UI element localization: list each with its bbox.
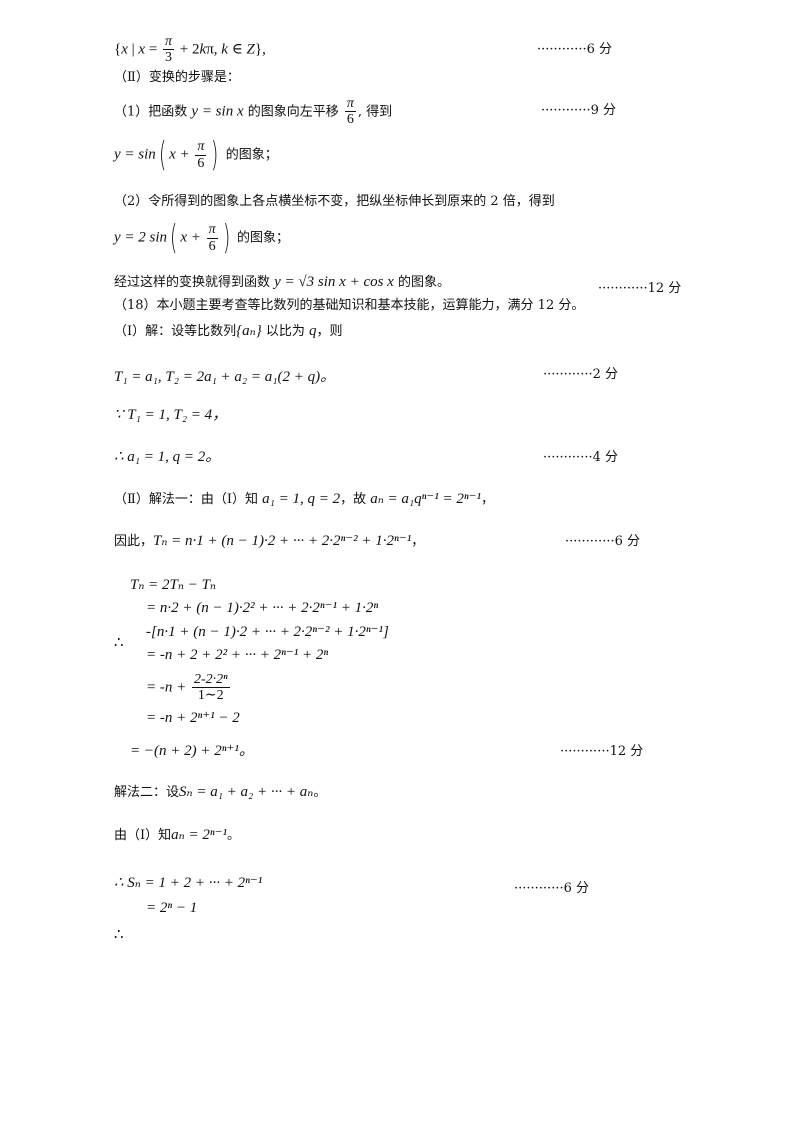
question-18-intro: （18）本小题主要考查等比数列的基础知识和基本技能，运算能力，满分 12 分。 — [114, 298, 585, 313]
derivation-line-2: = n·2 + (n − 1)·2² + ··· + 2·2ⁿ⁻¹ + 1·2ⁿ — [146, 600, 379, 616]
score-6-a: ············6 分 — [537, 42, 612, 57]
score-2: ············2 分 — [543, 367, 618, 382]
step-2: （2）令所得到的图象上各点横坐标不变，把纵坐标伸长到原来的 2 倍，得到 — [114, 194, 555, 209]
part-1-setup: （Ⅰ）解：设等比数列{aₙ} 以比为 q，则 — [114, 323, 343, 339]
derivation-line-1: Tₙ = 2Tₙ − Tₙ — [130, 577, 217, 593]
score-12-b: ············12 分 — [560, 744, 644, 759]
derivation-line-6: = -n + 2ⁿ⁺¹ − 2 — [146, 710, 240, 726]
derivation-line-3: -[n·1 + (n − 1)·2 + ··· + 2·2ⁿ⁻² + 1·2ⁿ⁻… — [146, 624, 389, 640]
score-4: ············4 分 — [543, 450, 618, 465]
score-6-c: ············6 分 — [514, 881, 589, 896]
therefore-end-symbol: ∴ — [114, 927, 124, 943]
therefore-symbol: ∴ — [114, 635, 124, 651]
score-12-a: ············12 分 — [598, 281, 682, 296]
result-a1-q: ∴ a₁ = 1, q = 2。 — [114, 449, 221, 465]
given-values: ∵ T₁ = 1, T₂ = 4， — [114, 407, 228, 423]
part-2-heading: （Ⅱ）变换的步骤是： — [114, 70, 240, 85]
an-formula: 由（Ⅰ）知aₙ = 2ⁿ⁻¹。 — [114, 827, 240, 843]
method-1-intro: （Ⅱ）解法一：由（Ⅰ）知 a₁ = 1, q = 2，故 aₙ = a₁qⁿ⁻¹… — [114, 491, 495, 507]
derivation-line-7: = −(n + 2) + 2ⁿ⁺¹。 — [130, 743, 254, 759]
sn-sum: ∴ Sₙ = 1 + 2 + ··· + 2ⁿ⁻¹ — [114, 875, 263, 891]
t1-t2-definition: T₁ = a₁, T₂ = 2a₁ + a₂ = a₁(2 + q)。 — [114, 369, 336, 385]
derivation-line-4: = -n + 2 + 2² + ··· + 2ⁿ⁻¹ + 2ⁿ — [146, 647, 329, 663]
transform-conclusion: 经过这样的变换就得到函数 y = √3 sin x + cos x 的图象。 — [114, 274, 450, 290]
score-6-b: ············6 分 — [565, 534, 640, 549]
sn-result: = 2ⁿ − 1 — [146, 900, 198, 916]
method-2-intro: 解法二：设Sₙ = a₁ + a₂ + ··· + aₙ。 — [114, 784, 327, 800]
tn-expansion: 因此，Tₙ = n·1 + (n − 1)·2 + ··· + 2·2ⁿ⁻² +… — [114, 533, 425, 549]
score-9: ············9 分 — [541, 103, 616, 118]
